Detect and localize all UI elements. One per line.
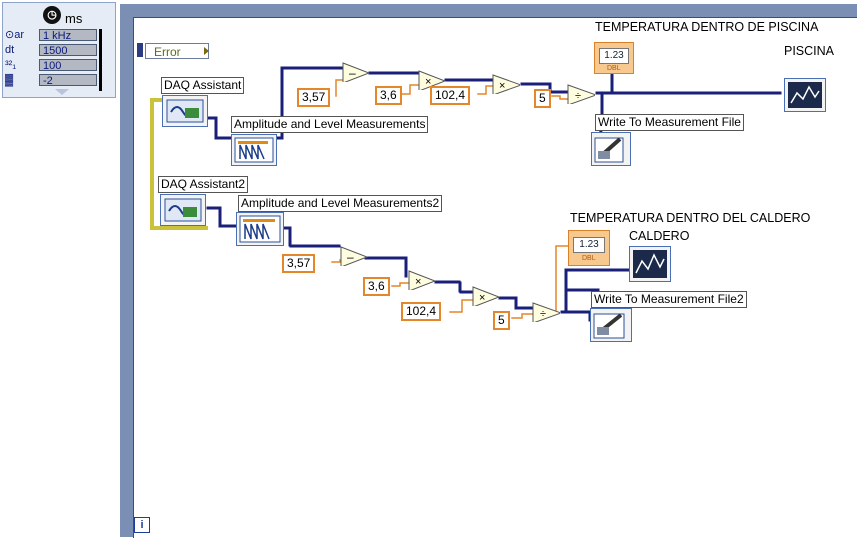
numeric-indicator-value-2: 1.23 — [573, 237, 605, 253]
divide2-to-file2-wire — [564, 310, 592, 322]
constant-1024b[interactable]: 102,4 — [401, 302, 442, 321]
divide-node-2[interactable]: ÷ — [532, 302, 560, 322]
const-36b-wire — [391, 282, 409, 287]
const-357-wire — [335, 79, 343, 97]
constant-36b[interactable]: 3,6 — [363, 277, 390, 296]
constant-357b[interactable]: 3,57 — [282, 254, 316, 273]
numeric-indicator-piscina[interactable]: 1.23 DBL — [594, 42, 634, 74]
timed-loop-config-panel: ◷ ms ⊙ar 1 kHz dt 1500 ³²₁ 100 ▓ -2 — [2, 2, 116, 98]
block-diagram-canvas[interactable] — [133, 17, 857, 538]
daq1-to-amplitude-wire — [206, 116, 234, 140]
subtract-node-2[interactable]: – — [340, 246, 368, 266]
amplitude-measurements-icon[interactable] — [231, 134, 277, 166]
mult2a-to-mult2b-wire — [434, 280, 474, 294]
timing-row-offset[interactable]: ³²₁ 100 — [3, 59, 103, 72]
numeric-indicator-caldero[interactable]: 1.23 DBL — [568, 230, 610, 266]
caldero-indicator-title: TEMPERATURA DENTRO DEL CALDERO — [570, 211, 811, 225]
timing-row-priority[interactable]: ▓ -2 — [3, 74, 103, 87]
timing-unit: ms — [65, 11, 83, 26]
divide2-to-file-wire — [560, 288, 602, 314]
constant-357[interactable]: 3,57 — [297, 88, 331, 107]
caldero-chart-title: CALDERO — [629, 229, 690, 243]
error-in-terminal — [137, 43, 143, 57]
timing-priority-value[interactable]: -2 — [39, 74, 97, 87]
iteration-terminal[interactable]: i — [134, 517, 150, 533]
const-5-wire — [551, 95, 568, 100]
timing-offset-value[interactable]: 100 — [39, 59, 97, 72]
subtract2-to-mult1-wire — [364, 256, 410, 278]
offset-icon: ³²₁ — [5, 59, 17, 71]
const-36-wire — [397, 84, 419, 95]
waveform-chart-icon[interactable] — [784, 78, 826, 112]
timing-header: ◷ ms — [3, 3, 115, 29]
timing-source-value[interactable]: 1 kHz — [39, 29, 97, 42]
const-1024b-wire — [449, 299, 473, 313]
const-357b-wire — [331, 259, 341, 263]
timing-row-source[interactable]: ⊙ar 1 kHz — [3, 29, 103, 42]
priority-icon: ▓ — [5, 74, 14, 86]
svg-text:×: × — [415, 276, 421, 288]
arrow-right-icon — [204, 47, 209, 55]
amplitude2-to-subtract-wire — [282, 226, 342, 248]
multiply-node-4[interactable]: × — [472, 286, 500, 306]
daq-assistant2-label: DAQ Assistant2 — [158, 176, 249, 193]
dbl-icon-2: DBL — [582, 255, 596, 262]
constant-1024[interactable]: 102,4 — [430, 86, 471, 105]
multiply-node-2[interactable]: × — [492, 74, 520, 94]
error-label-text: Error — [154, 45, 181, 59]
write-measurement-file2-icon[interactable] — [590, 308, 632, 342]
amplitude-measurements-label: Amplitude and Level Measurements — [231, 116, 429, 133]
divide2-to-chart-wire — [564, 268, 632, 292]
clock-icon: ⊙ar — [5, 29, 24, 41]
daq-assistant-label: DAQ Assistant — [161, 77, 245, 94]
svg-text:×: × — [479, 292, 485, 304]
numeric-indicator-value: 1.23 — [599, 48, 629, 64]
while-loop-frame[interactable] — [120, 4, 857, 537]
constant-36[interactable]: 3,6 — [375, 86, 402, 105]
timing-row-dt[interactable]: dt 1500 — [3, 44, 103, 57]
subtract-node[interactable]: – — [342, 62, 370, 82]
piscina-chart-title: PISCINA — [784, 44, 835, 58]
chevron-down-icon[interactable] — [55, 89, 69, 95]
daq2-to-amplitude-wire — [206, 206, 238, 228]
const-1024-wire — [477, 85, 493, 95]
constant-5b[interactable]: 5 — [493, 311, 510, 330]
amplitude1-to-subtract-wire — [274, 66, 344, 140]
constant-5[interactable]: 5 — [534, 89, 551, 108]
error-wire — [150, 98, 208, 230]
svg-text:÷: ÷ — [540, 308, 546, 320]
error-cluster-label[interactable]: Error — [145, 43, 209, 59]
indicator2-wire — [555, 245, 569, 313]
const-5b-wire — [511, 313, 533, 319]
svg-text:×: × — [499, 80, 505, 92]
svg-text:÷: ÷ — [575, 90, 581, 102]
svg-text:–: – — [349, 66, 356, 80]
amplitude-measurements2-label: Amplitude and Level Measurements2 — [238, 195, 443, 212]
svg-text:–: – — [347, 250, 354, 264]
divide-node[interactable]: ÷ — [567, 84, 595, 104]
dbl-icon: DBL — [607, 65, 621, 72]
piscina-indicator-title: TEMPERATURA DENTRO DE PISCINA — [595, 20, 819, 34]
daq-assistant-icon[interactable] — [162, 95, 208, 127]
write-file-label: Write To Measurement File — [595, 114, 744, 131]
timer-clock-icon: ◷ — [43, 6, 61, 24]
write-file2-label: Write To Measurement File2 — [591, 291, 747, 308]
write-measurement-file-icon[interactable] — [591, 132, 631, 166]
dt-icon: dt — [5, 44, 15, 56]
timing-terminal-bar — [99, 29, 102, 91]
waveform-chart2-icon[interactable] — [629, 246, 671, 282]
multiply-node-3[interactable]: × — [408, 270, 436, 290]
timing-dt-value[interactable]: 1500 — [39, 44, 97, 57]
daq-assistant2-icon[interactable] — [160, 194, 206, 226]
mult2-to-divide-wire — [520, 82, 569, 94]
svg-text:×: × — [425, 76, 431, 88]
amplitude-measurements2-icon[interactable] — [236, 212, 284, 246]
mult2b-to-divide-wire — [498, 296, 534, 310]
